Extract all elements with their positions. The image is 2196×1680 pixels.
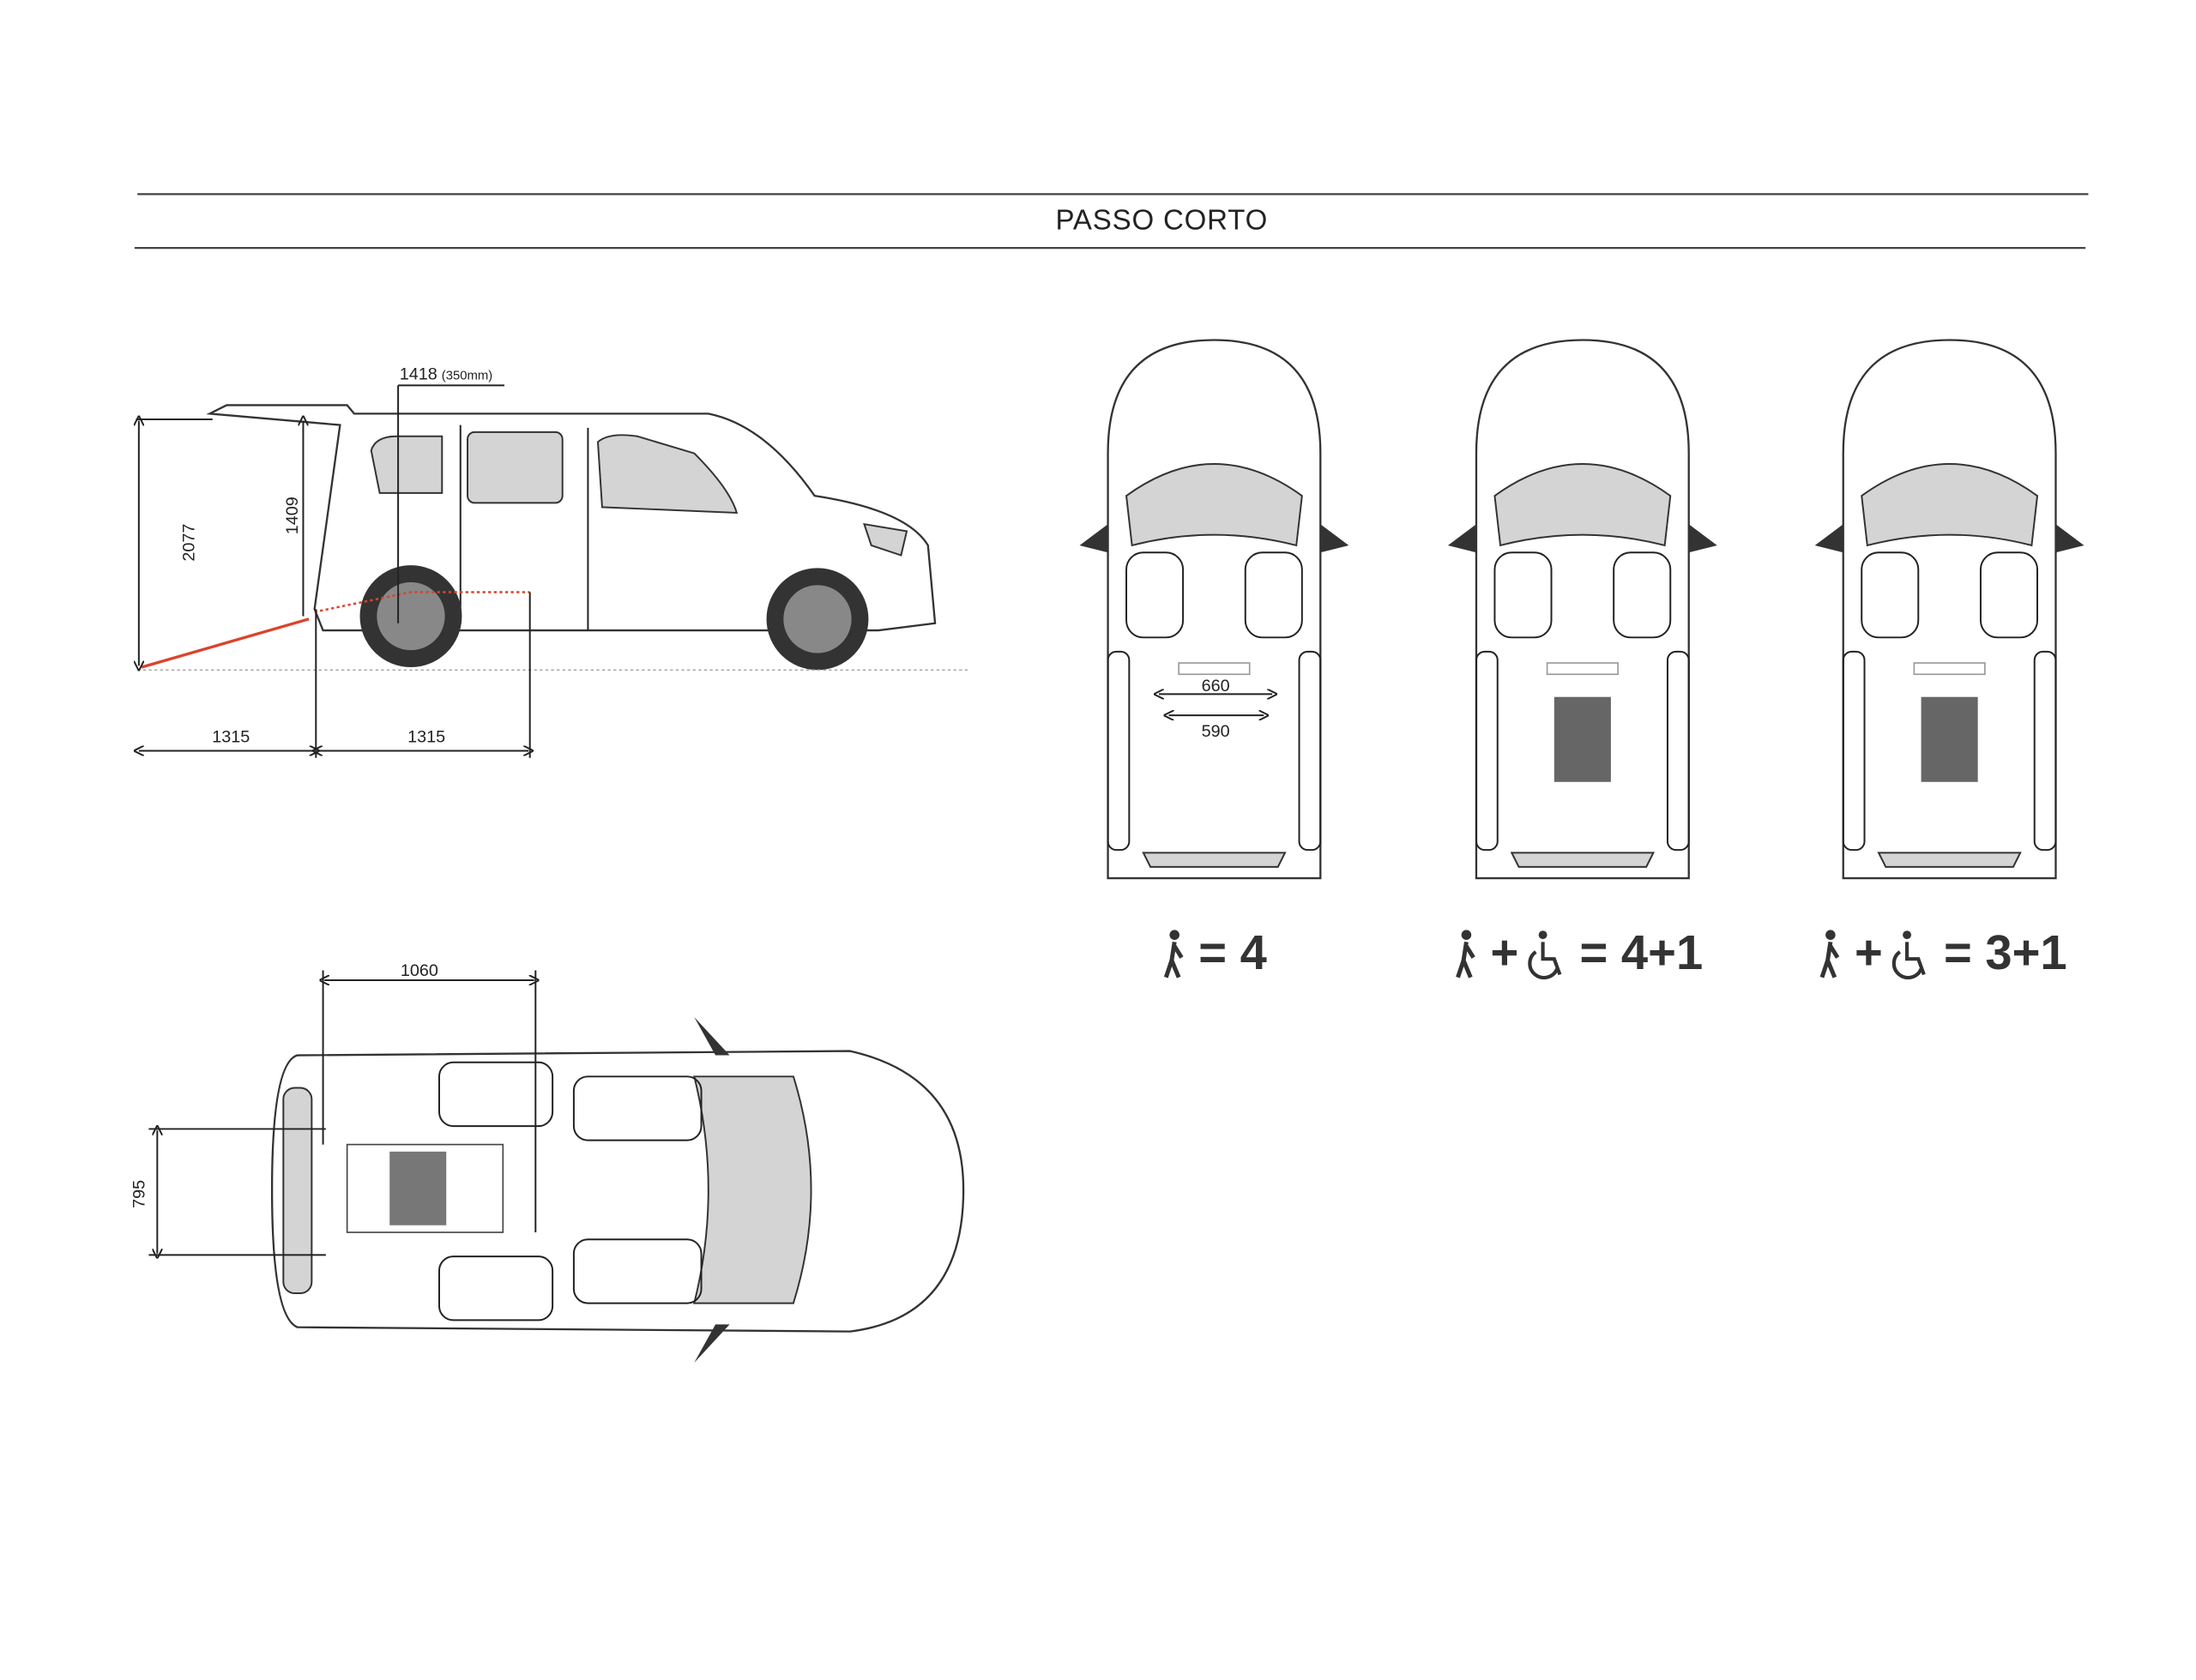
ramp-line xyxy=(141,617,310,669)
dim-1418: 1418(350mm) xyxy=(400,365,492,384)
layout-3-plus-1: + = 3+1 xyxy=(1813,339,2085,979)
layout-caption: = 3+1 xyxy=(1944,925,2067,979)
page-title: PASSO CORTO xyxy=(1056,204,1269,236)
side-view-dimensions: 2077 1409 1418(350mm) 1315 1315 xyxy=(136,365,530,758)
plus-sign: + xyxy=(1855,925,1883,979)
layout-4-plus-1: + = 4+1 xyxy=(1446,339,1718,979)
dim-1315-inner: 1315 xyxy=(407,728,445,747)
dim-590: 590 xyxy=(1202,722,1230,741)
plus-sign: + xyxy=(1490,925,1518,979)
dim-660: 660 xyxy=(1202,677,1230,695)
dim-1060: 1060 xyxy=(401,961,438,980)
wheelchair-icon xyxy=(1894,930,1924,978)
layout-caption: = 4+1 xyxy=(1580,925,1704,979)
dim-2077: 2077 xyxy=(179,524,198,562)
layout-caption: = 4 xyxy=(1198,925,1267,979)
side-view-van xyxy=(137,404,971,671)
dim-1409: 1409 xyxy=(283,497,302,534)
dim-1315-ramp: 1315 xyxy=(212,728,250,747)
wheelchair-icon xyxy=(1529,930,1560,978)
person-icon xyxy=(1458,930,1474,977)
layout-4-seats: 660 590 = 4 xyxy=(1078,339,1350,979)
dim-795: 795 xyxy=(130,1180,148,1208)
top-view-dimensions: 1060 795 xyxy=(130,961,535,1255)
top-view-van xyxy=(270,1016,965,1363)
person-icon xyxy=(1166,930,1181,977)
person-icon xyxy=(1822,930,1837,977)
